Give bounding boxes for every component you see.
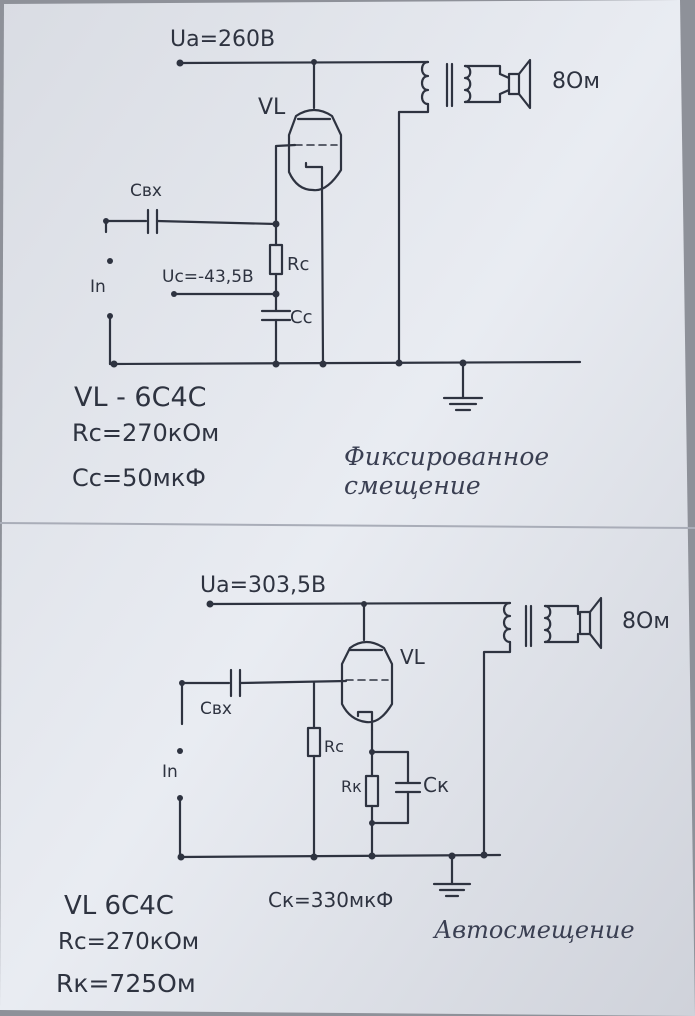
bottom-cathode	[356, 710, 374, 732]
top-title-line-1: Фиксированное	[344, 442, 549, 471]
top-circuit: Ua=260B VL 8Ом Cвх Uc=-43,5B Rc Cc In VL…	[72, 27, 600, 500]
bottom-ground-rail	[178, 853, 502, 859]
top-spec-tube: VL - 6C4C	[74, 382, 206, 413]
top-ua-label: Ua=260B	[170, 27, 275, 52]
top-tube-label: VL	[258, 95, 286, 120]
bottom-spec-rk: Rк=725Ом	[56, 969, 196, 998]
bottom-rk-label: Rк	[341, 777, 362, 796]
bottom-ck-value: Cк=330мкФ	[268, 888, 393, 912]
top-cvx-label: Cвх	[130, 181, 162, 201]
bottom-spec-tube: VL 6C4C	[64, 891, 174, 921]
top-transformer-return	[397, 102, 430, 365]
top-tube-symbol	[287, 108, 343, 192]
bottom-ua-label: Ua=303,5B	[200, 573, 326, 598]
bottom-output-transformer	[482, 601, 580, 857]
bottom-cvx-wire-right	[238, 679, 348, 685]
top-ground-symbol	[442, 361, 484, 412]
bottom-spec-rc: Rc=270кОм	[58, 929, 199, 955]
top-cathode	[304, 161, 324, 192]
top-speaker-label: 8Ом	[552, 69, 600, 94]
top-cvx-wire-right	[155, 219, 278, 226]
top-cc-label: Cc	[290, 307, 312, 328]
bottom-tube-symbol	[340, 640, 394, 732]
top-spec-cc: Cc=50мкФ	[72, 464, 206, 492]
top-in-terminal-1	[107, 258, 113, 264]
bottom-ck-label: Cк	[423, 773, 449, 797]
fold-line	[0, 522, 695, 529]
bottom-ground-symbol	[432, 854, 472, 898]
bottom-title: Автосмещение	[432, 916, 635, 944]
bottom-ck-wire-top	[370, 750, 410, 784]
top-cathode-wire	[320, 188, 325, 366]
bottom-speaker-icon	[578, 596, 603, 650]
bottom-in-terminal-1	[177, 748, 183, 754]
bottom-tube-label: VL	[400, 645, 426, 669]
bottom-in-label: In	[162, 762, 178, 782]
top-output-transformer	[397, 60, 502, 365]
bottom-ck-wire-bottom	[370, 790, 410, 825]
top-rc-label: Rc	[287, 254, 309, 275]
top-grid-wire	[274, 143, 297, 226]
bottom-circuit: Ua=303,5B VL 8Ом Cвх Rc Rк Cк In Cк=330м…	[56, 573, 670, 998]
bottom-ua-wire	[208, 601, 512, 606]
bottom-speaker-label: 8Ом	[622, 609, 670, 634]
bottom-cvx-label: Cвх	[200, 699, 232, 719]
top-ground-rail	[108, 360, 582, 366]
bottom-transformer-return	[482, 640, 512, 857]
top-in-label: In	[90, 277, 106, 297]
top-title-line-2: смещение	[344, 471, 481, 500]
top-speaker-icon	[498, 58, 532, 110]
top-uc-label: Uc=-43,5B	[162, 267, 254, 287]
top-spec-rc: Rc=270кОм	[72, 419, 219, 447]
bottom-rc-label: Rc	[324, 737, 344, 756]
top-ua-wire	[178, 60, 430, 65]
